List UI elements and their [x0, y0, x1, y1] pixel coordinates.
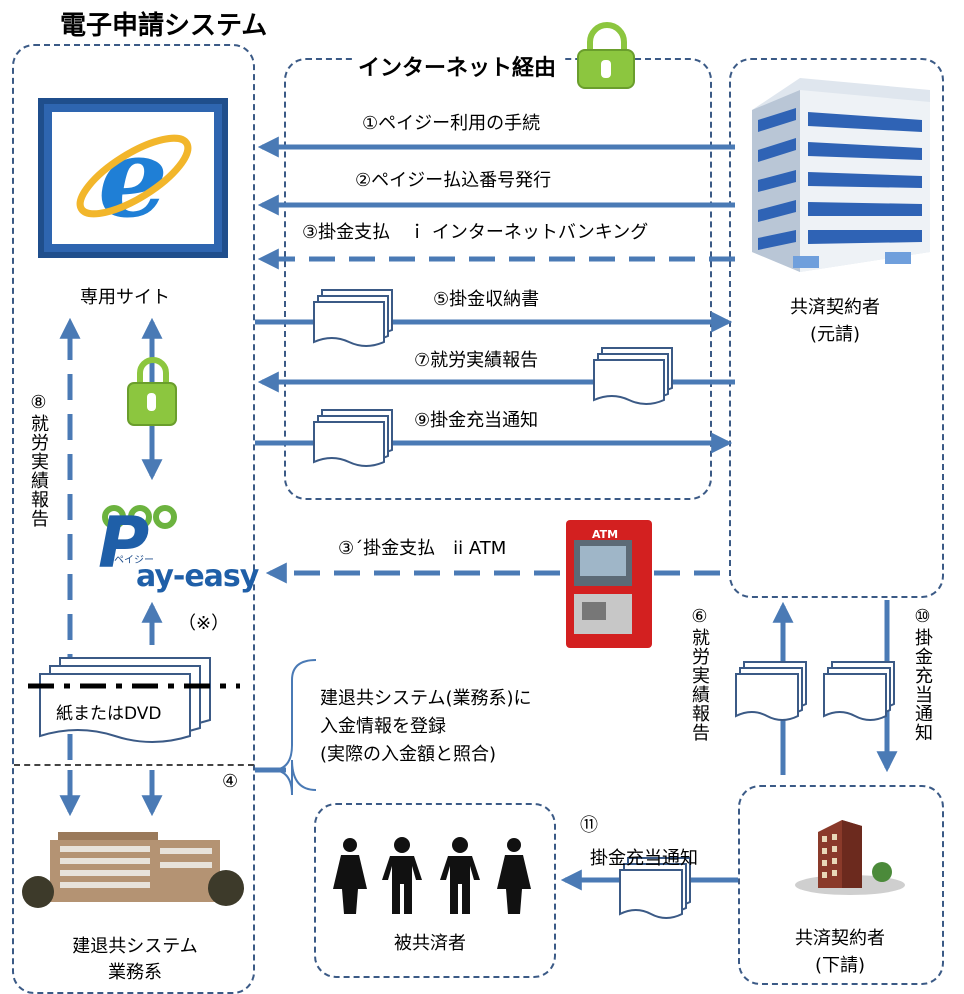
kentai-label-line1: 建退共システム: [72, 936, 198, 957]
svg-text:e: e: [98, 113, 168, 242]
prime-contractor-line2: (元請): [809, 324, 861, 345]
arrow-7-label: ⑦就労実績報告: [414, 350, 539, 371]
doc-stack-11: [619, 857, 691, 919]
prime-contractor-line1: 共済契約者: [790, 297, 880, 318]
doc-stack-9: [313, 409, 393, 467]
arrow-1-label: ①ペイジー利用の手続: [362, 113, 541, 134]
arrow-11-number: ⑪: [580, 815, 598, 836]
atm-label: ATM: [592, 528, 619, 541]
paper-dvd-stack: [39, 657, 211, 743]
arrow-6-label: ⑥就労実績報告: [689, 606, 710, 742]
doc-stack-5: [313, 289, 393, 347]
arrow-9-label: ⑨掛金充当通知: [414, 410, 539, 431]
internet-label: インターネット経由: [352, 55, 563, 83]
payeasy-small-label: ペイジー: [114, 555, 154, 566]
arrow-8-label: ⑧就労実績報告: [28, 392, 49, 528]
payeasy-logo: [102, 505, 177, 529]
system-note-line1: 建退共システム(業務系)に: [320, 688, 532, 709]
payeasy-logo-text: ay-easy: [136, 559, 259, 594]
atm-icon: [566, 520, 652, 648]
arrow-3-label: ③掛金支払 ｉ インターネットバンキング: [302, 222, 649, 243]
doc-stack-10: [823, 661, 895, 721]
arrow-2-label: ②ペイジー払込番号発行: [355, 170, 552, 191]
brick-building-icon: [795, 820, 905, 895]
sub-contractor-line1: 共済契約者: [795, 928, 885, 949]
brace: [271, 659, 317, 796]
site-label: 専用サイト: [80, 287, 170, 308]
office-building-icon: [752, 78, 930, 272]
insured-label: 被共済者: [394, 933, 466, 954]
kentai-building-icon: [22, 832, 244, 908]
arrow-11-label: 掛金充当通知: [590, 848, 698, 869]
arrow-3b-label: ③´掛金支払 ii ATM: [338, 538, 507, 559]
doc-stack-6: [735, 661, 807, 721]
people-icons: [333, 837, 531, 914]
system-title: 電子申請システム: [60, 11, 268, 41]
step4-label: ④: [222, 771, 239, 792]
system-note-line2: 入金情報を登録: [320, 716, 446, 737]
kentai-label-line2: 業務系: [108, 962, 162, 983]
note-mark: （※）: [178, 613, 230, 634]
doc-stack-7: [593, 347, 673, 405]
lock-icon-middle: [127, 357, 177, 426]
payeasy-p-letter: P: [98, 502, 150, 584]
arrow-10-label: ⑩掛金充当通知: [912, 606, 933, 742]
system-note-line3: (実際の入金額と照合): [320, 744, 497, 765]
system-divider: [14, 764, 254, 766]
paper-dvd-label: 紙またはDVD: [56, 704, 162, 724]
browser-icon: e: [38, 98, 228, 258]
sub-contractor-box: [738, 785, 944, 985]
sub-contractor-line2: (下請): [814, 955, 866, 976]
insured-box: [314, 803, 556, 978]
arrow-5-label: ⑤掛金収納書: [433, 289, 540, 310]
lock-icon-top: [577, 22, 635, 89]
